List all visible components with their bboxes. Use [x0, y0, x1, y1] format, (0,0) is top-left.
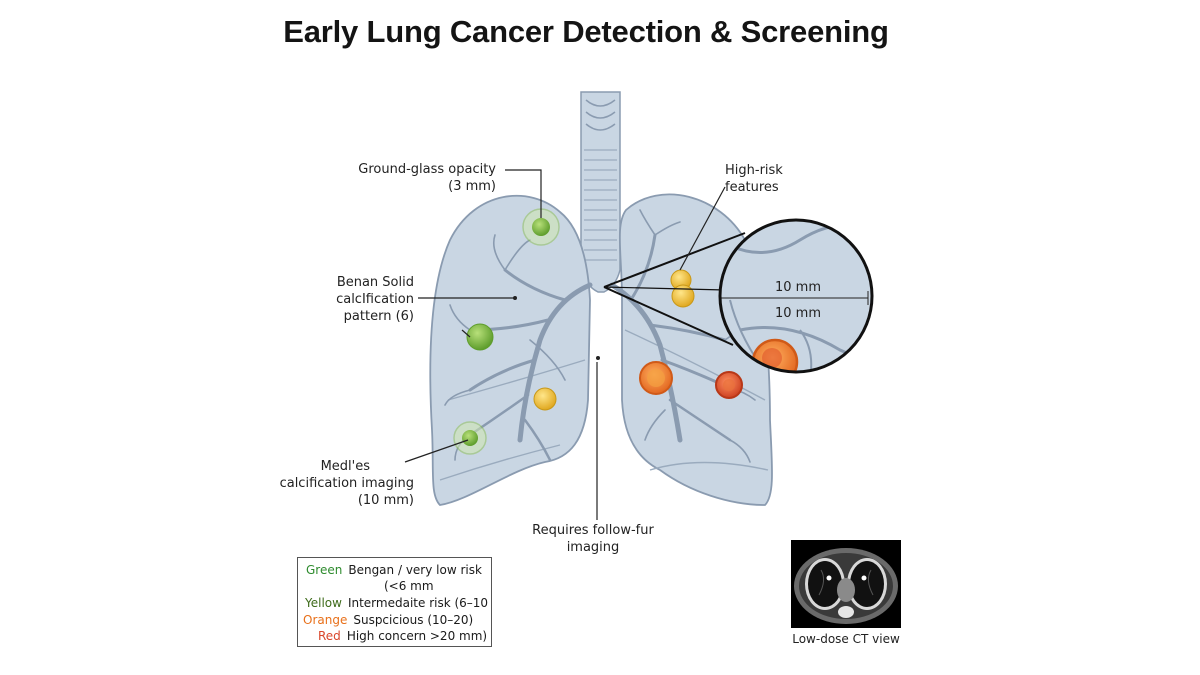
magnifier-measure-2: 10 mm	[774, 306, 821, 321]
leader-benign-2	[461, 329, 471, 338]
nodule-green-medium	[453, 421, 487, 455]
leader-high-risk	[679, 186, 726, 271]
label-follow-up: Requires follow-fur imaging	[532, 523, 654, 555]
ct-caption: Low-dose CT view	[792, 632, 900, 646]
nodule-yellow-lower	[671, 284, 695, 308]
legend-key-green: Green	[306, 563, 343, 577]
label-benign-solid: Benan Solid calcIfication pattern (6)	[336, 275, 414, 324]
nodule-red	[715, 371, 743, 399]
label-medium-calcification: Medl'es calcification imaging (10 mm)	[279, 459, 414, 508]
trachea	[580, 91, 621, 293]
label-ground-glass: Ground-glass opacity (3 mm)	[358, 162, 496, 194]
legend-key-orange: Orange	[303, 613, 348, 627]
nodule-yellow-left	[533, 387, 557, 411]
magnifier-measure-1: 10 mm	[774, 280, 821, 295]
legend-key-yellow: Yellow	[305, 596, 342, 610]
page-title: Early Lung Cancer Detection & Screening	[283, 14, 889, 49]
leader-ground-glass	[505, 169, 542, 218]
legend-key-red: Red	[318, 629, 341, 643]
nodule-orange	[639, 361, 673, 395]
nodule-green-solid	[466, 323, 494, 351]
ct-scan-image	[791, 540, 901, 628]
magnifier-callout	[603, 218, 874, 374]
ct-scan-graphic	[794, 548, 898, 624]
label-high-risk: High-risk features	[725, 163, 783, 195]
legend-row-green-size: (<6 mm	[384, 579, 434, 593]
leader-medium	[404, 439, 469, 463]
